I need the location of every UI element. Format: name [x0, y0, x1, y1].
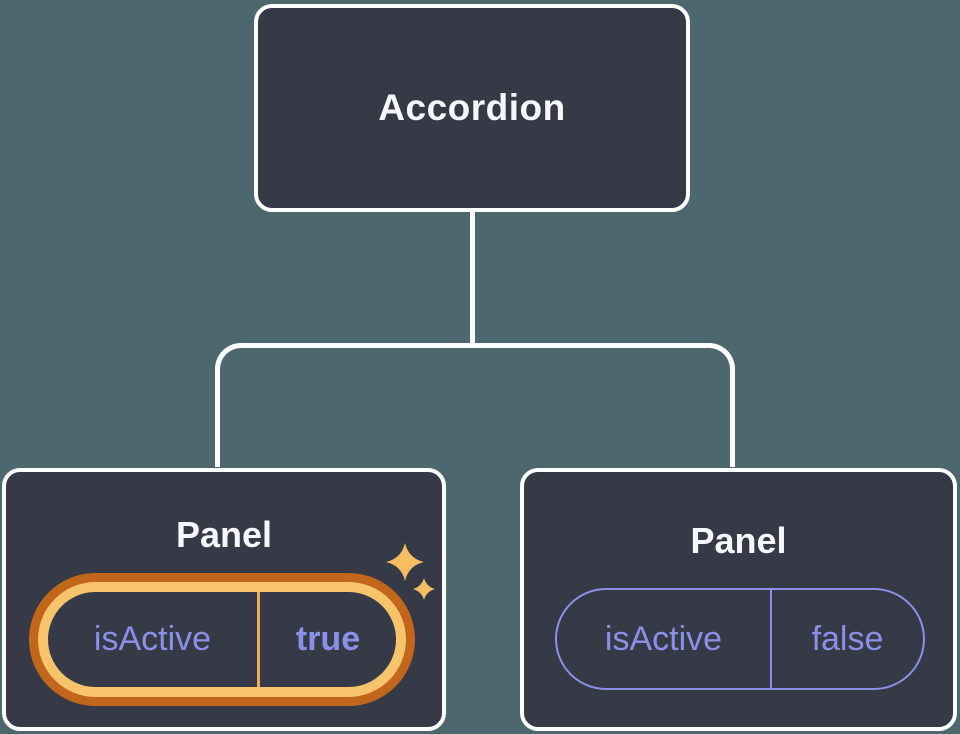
prop-highlight-ring-inner: isActive true	[38, 582, 406, 697]
prop-highlight-ring-outer: isActive true	[29, 573, 415, 706]
connector-trunk	[470, 209, 475, 345]
prop-name: isActive	[93, 620, 212, 658]
node-accordion: Accordion	[254, 4, 690, 212]
prop-pill-inactive: isActive false	[555, 588, 925, 690]
connector-bracket	[215, 343, 735, 467]
prop-divider	[257, 592, 260, 687]
prop-value: true	[295, 620, 361, 658]
prop-name: isActive	[604, 619, 723, 658]
prop-pill-active: isActive true	[48, 592, 396, 687]
prop-divider	[770, 590, 772, 688]
panel-title: Panel	[690, 520, 787, 561]
node-panel-active: Panel isActive true	[2, 468, 446, 731]
node-panel-inactive: Panel isActive false	[520, 468, 957, 731]
accordion-label: Accordion	[378, 87, 566, 128]
panel-title: Panel	[175, 514, 273, 555]
prop-value: false	[811, 619, 884, 658]
